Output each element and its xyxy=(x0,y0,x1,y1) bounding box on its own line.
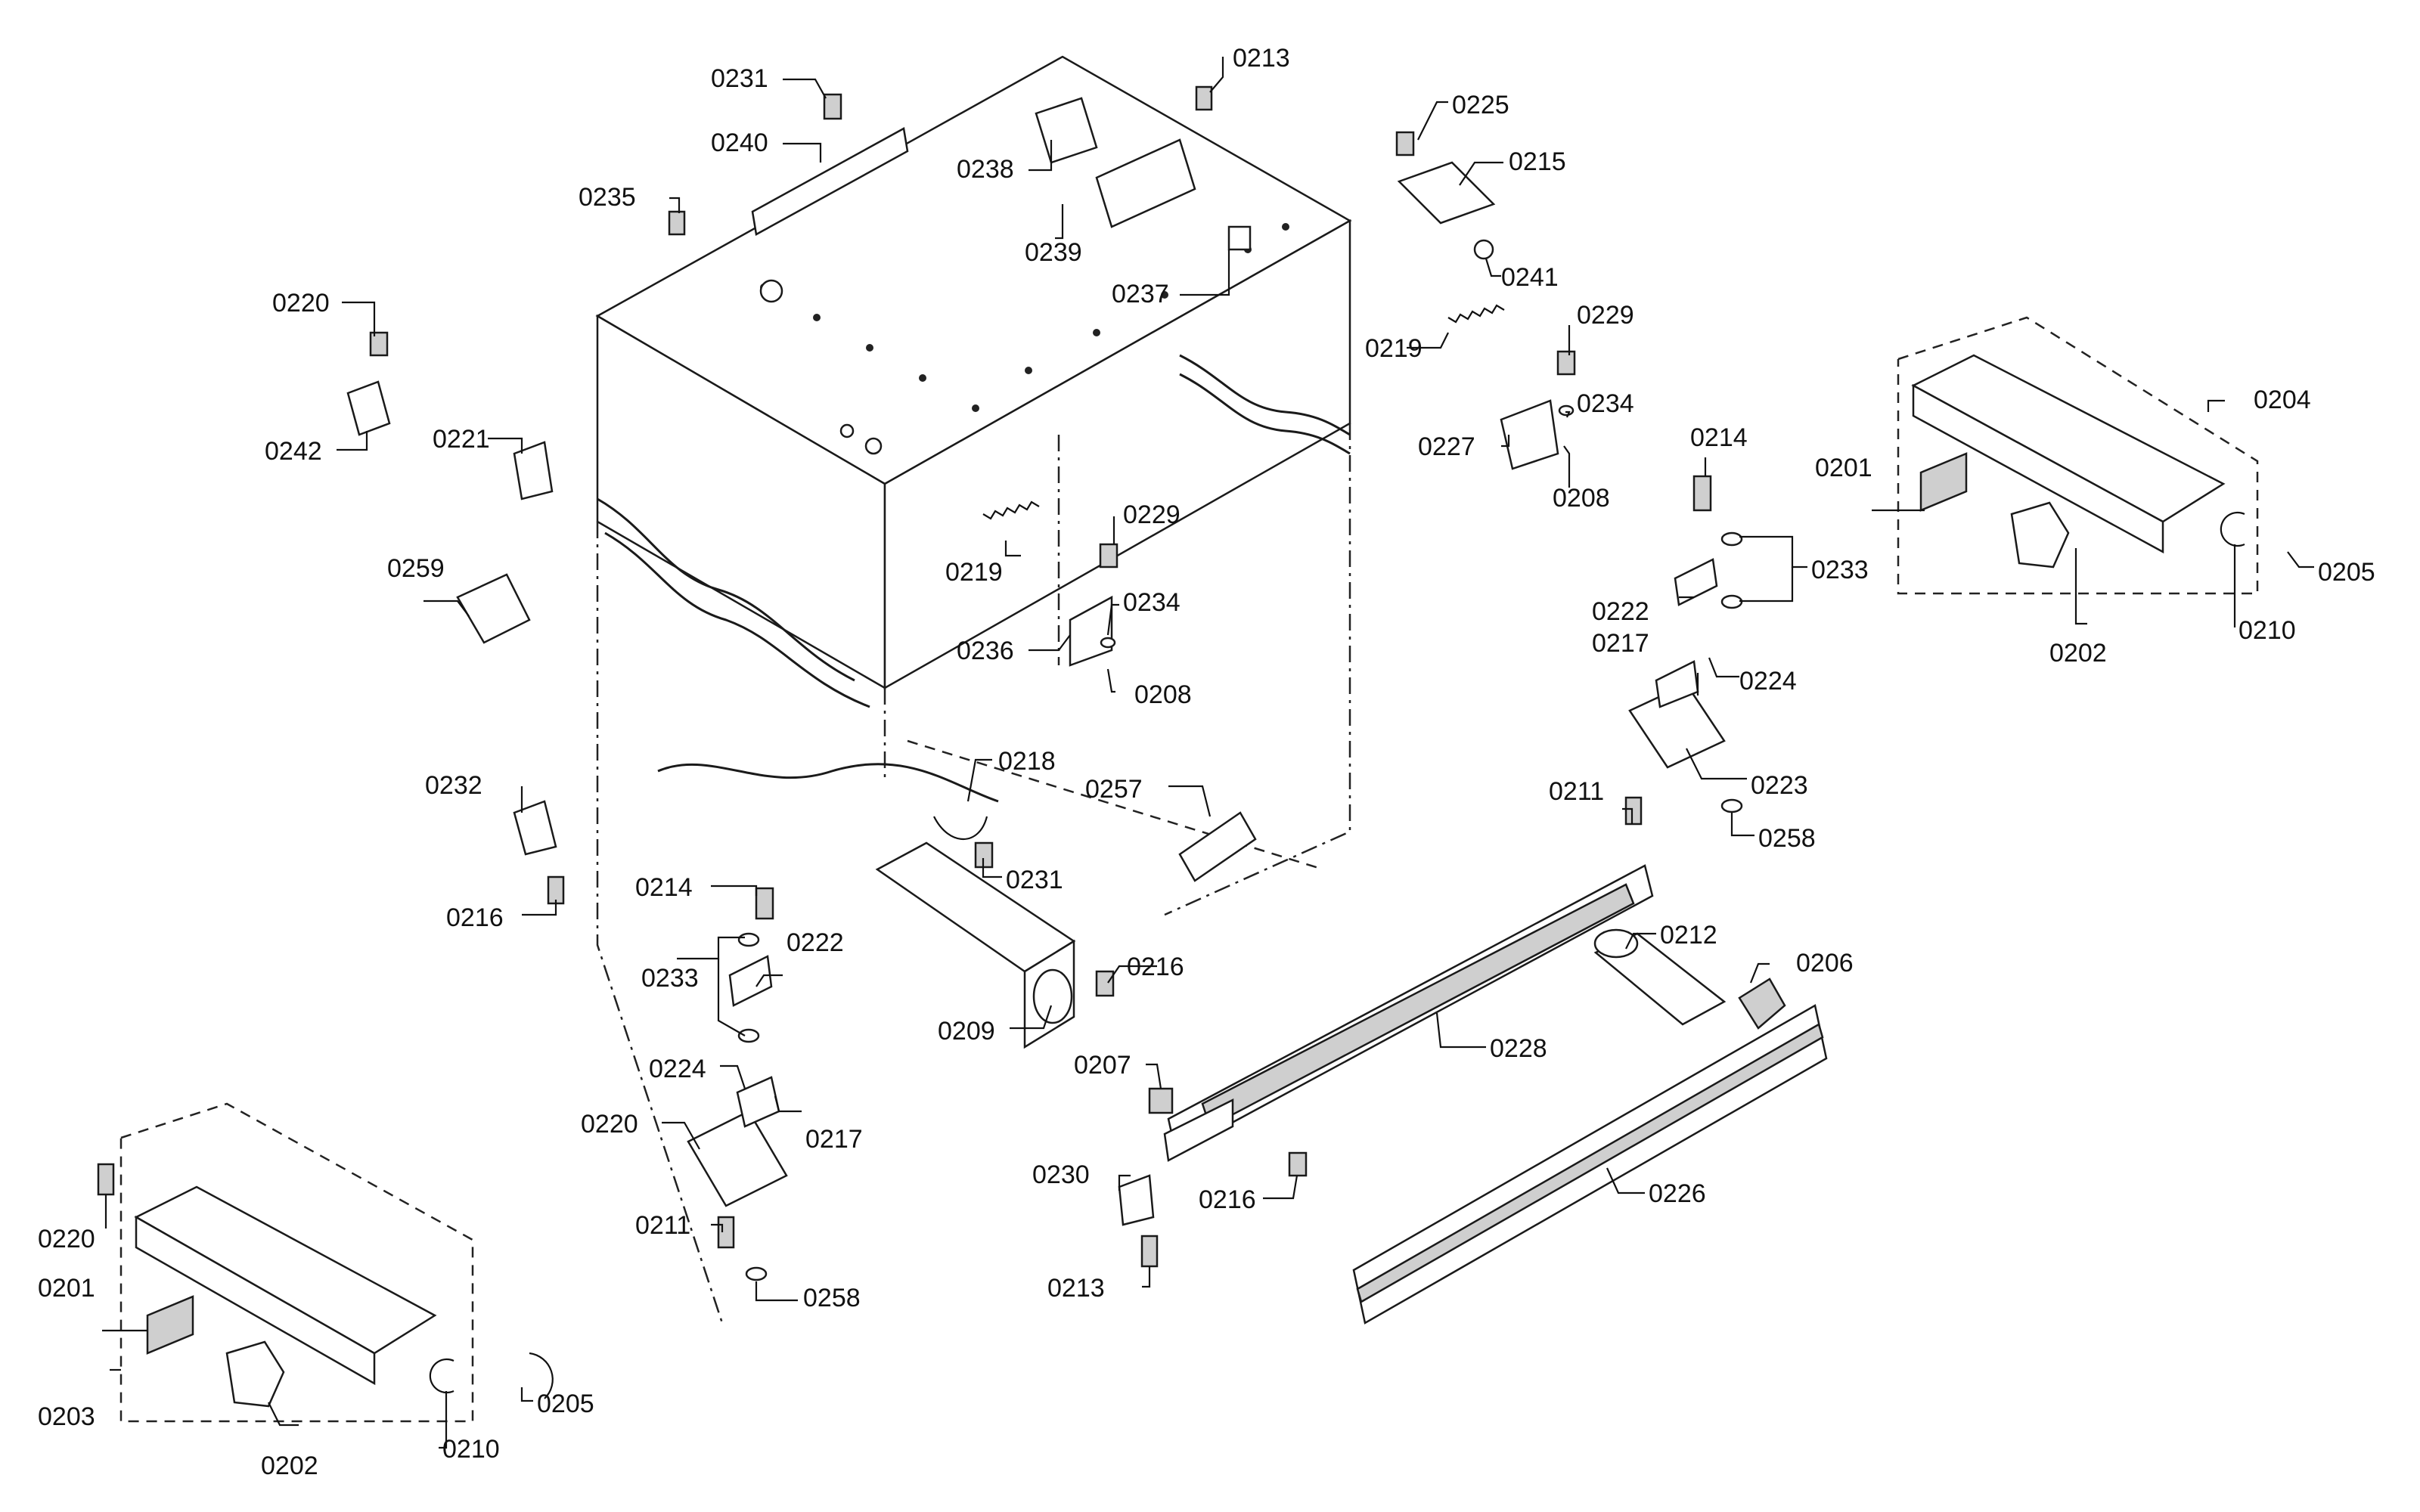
part-label-0223: 0223 xyxy=(1751,771,1808,800)
base-frame-left xyxy=(119,1102,554,1423)
part-label-0212: 0212 xyxy=(1660,921,1717,950)
part-label-0211: 0211 xyxy=(635,1211,690,1240)
part-label-0257: 0257 xyxy=(1085,775,1143,804)
duct-0209 xyxy=(875,841,1076,1049)
part-label-0214: 0214 xyxy=(635,873,693,902)
part-label-0240: 0240 xyxy=(711,129,768,157)
part-label-0235: 0235 xyxy=(579,183,636,212)
part-label-0217: 0217 xyxy=(1592,629,1649,658)
toe-kick-0226 xyxy=(1352,1004,1828,1325)
part-label-0234: 0234 xyxy=(1123,588,1181,617)
part-label-0208: 0208 xyxy=(1553,484,1610,513)
part-label-0237: 0237 xyxy=(1112,280,1169,308)
part-label-0217: 0217 xyxy=(805,1125,863,1154)
part-label-0229: 0229 xyxy=(1123,500,1181,529)
part-label-0219: 0219 xyxy=(945,558,1003,587)
part-label-0210: 0210 xyxy=(2238,616,2296,645)
part-label-0220: 0220 xyxy=(38,1225,95,1253)
part-label-0231: 0231 xyxy=(711,64,768,93)
part-label-0218: 0218 xyxy=(998,747,1056,776)
part-label-0216: 0216 xyxy=(1127,953,1184,981)
part-label-0241: 0241 xyxy=(1501,263,1559,292)
part-label-0205: 0205 xyxy=(2318,558,2375,587)
part-label-0232: 0232 xyxy=(425,771,482,800)
part-label-0233: 0233 xyxy=(641,964,699,993)
part-label-0220: 0220 xyxy=(581,1110,638,1139)
base-frame-right xyxy=(1897,316,2259,595)
part-label-0213: 0213 xyxy=(1047,1274,1105,1303)
part-label-0201: 0201 xyxy=(38,1274,95,1303)
part-label-0258: 0258 xyxy=(1758,824,1816,853)
small-parts xyxy=(97,85,1743,1281)
part-label-0233: 0233 xyxy=(1811,556,1869,584)
part-label-0202: 0202 xyxy=(2049,639,2107,668)
grille-0228 xyxy=(1163,864,1654,1162)
part-label-0201: 0201 xyxy=(1815,454,1872,482)
part-label-0229: 0229 xyxy=(1577,301,1634,330)
part-label-0224: 0224 xyxy=(649,1055,706,1083)
part-label-0228: 0228 xyxy=(1490,1034,1547,1063)
part-label-0209: 0209 xyxy=(938,1017,995,1046)
part-label-0238: 0238 xyxy=(957,155,1014,184)
part-label-0213: 0213 xyxy=(1233,44,1290,73)
part-label-0231: 0231 xyxy=(1006,866,1063,894)
part-label-0215: 0215 xyxy=(1509,147,1566,176)
part-label-0205: 0205 xyxy=(537,1390,594,1418)
part-label-0211: 0211 xyxy=(1549,777,1604,806)
part-label-0222: 0222 xyxy=(1592,597,1649,626)
part-label-0203: 0203 xyxy=(38,1402,95,1431)
part-label-0227: 0227 xyxy=(1418,432,1475,461)
leader-lines xyxy=(102,57,2314,1449)
part-label-0239: 0239 xyxy=(1025,238,1082,267)
part-label-0204: 0204 xyxy=(2254,386,2311,414)
part-label-0226: 0226 xyxy=(1649,1179,1706,1208)
part-label-0225: 0225 xyxy=(1452,91,1509,119)
part-label-0210: 0210 xyxy=(442,1435,500,1464)
part-label-0206: 0206 xyxy=(1796,949,1854,978)
part-label-0221: 0221 xyxy=(433,425,490,454)
part-label-0216: 0216 xyxy=(1199,1185,1256,1214)
part-label-0208: 0208 xyxy=(1134,680,1192,709)
part-label-0259: 0259 xyxy=(387,554,445,583)
part-labels: 0231 0240 0235 0238 0239 0237 0213 0225 … xyxy=(38,44,2375,1480)
filter-0212 xyxy=(1593,928,1786,1030)
part-label-0258: 0258 xyxy=(803,1284,861,1312)
part-label-0214: 0214 xyxy=(1690,423,1748,452)
part-label-0219: 0219 xyxy=(1365,334,1423,363)
part-label-0224: 0224 xyxy=(1739,667,1797,696)
part-label-0207: 0207 xyxy=(1074,1051,1131,1080)
part-label-0222: 0222 xyxy=(786,928,844,957)
part-label-0234: 0234 xyxy=(1577,389,1634,418)
part-label-0202: 0202 xyxy=(261,1452,318,1480)
part-label-0216: 0216 xyxy=(446,903,504,932)
part-label-0242: 0242 xyxy=(265,437,322,466)
part-label-0236: 0236 xyxy=(957,637,1014,665)
part-label-0230: 0230 xyxy=(1032,1160,1090,1189)
part-label-0220: 0220 xyxy=(272,289,330,318)
